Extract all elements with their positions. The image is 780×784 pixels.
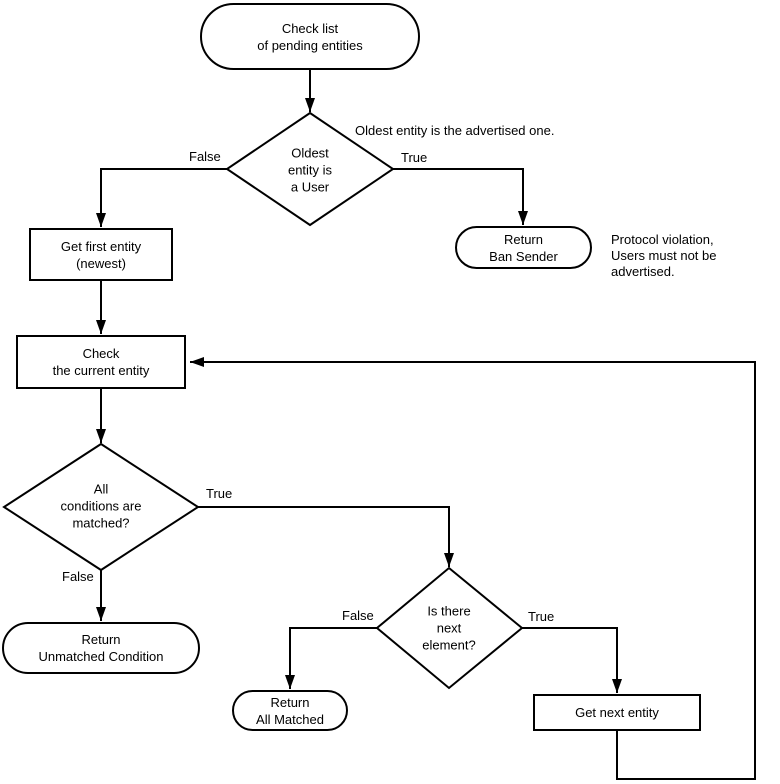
- edge-label-next-true: True: [528, 609, 555, 624]
- edge-label-oldest-true: True: [401, 150, 428, 165]
- decision-next-element-label: Is there next element?: [422, 603, 476, 653]
- edge-oldest-false-to-get-first: [96, 168, 227, 227]
- edge-label-next-false: False: [342, 608, 374, 623]
- node-get-next-entity-label: Get next entity: [575, 705, 659, 720]
- decision-oldest-entity-label: Oldest entity is a User: [287, 145, 333, 195]
- node-return-ban-sender: Return Ban Sender: [455, 226, 592, 269]
- decision-all-conditions-label: All conditions are matched?: [60, 481, 142, 531]
- node-get-first-entity-label: Get first entity (newest): [60, 238, 142, 271]
- annotation-protocol-note: Protocol violation, Users must not be ad…: [611, 232, 717, 279]
- node-start-terminator: Check list of pending entities: [200, 3, 420, 70]
- node-start-label: Check list of pending entities: [257, 20, 363, 53]
- edge-label-conditions-true: True: [206, 486, 233, 501]
- node-get-first-entity: Get first entity (newest): [29, 228, 173, 281]
- edge-next-true-to-get-next: [522, 627, 622, 693]
- edge-conditions-true-to-decision-next: [198, 506, 454, 567]
- node-return-unmatched-condition-label: Return Unmatched Condition: [38, 632, 164, 664]
- node-return-ban-sender-label: Return Ban Sender: [489, 231, 558, 264]
- edge-get-next-loop-to-check-current: [190, 357, 756, 780]
- edge-label-conditions-false: False: [62, 569, 94, 584]
- node-return-all-matched: Return All Matched: [232, 690, 348, 731]
- node-check-current-entity: Check the current entity: [16, 335, 186, 389]
- edge-label-oldest-false: False: [189, 149, 221, 164]
- decision-oldest-entity-shape: [225, 111, 395, 227]
- node-check-current-entity-label: Check the current entity: [52, 346, 150, 378]
- decision-all-conditions-shape: [2, 442, 200, 572]
- node-return-all-matched-label: Return All Matched: [256, 694, 324, 727]
- annotation-advertised-note: Oldest entity is the advertised one.: [355, 123, 555, 138]
- edge-next-false-to-all-matched: [285, 627, 377, 689]
- node-return-unmatched-condition: Return Unmatched Condition: [2, 622, 200, 674]
- decision-next-element-shape: [375, 566, 524, 690]
- edge-oldest-true-to-ban-sender: [393, 168, 528, 225]
- node-get-next-entity: Get next entity: [533, 694, 701, 731]
